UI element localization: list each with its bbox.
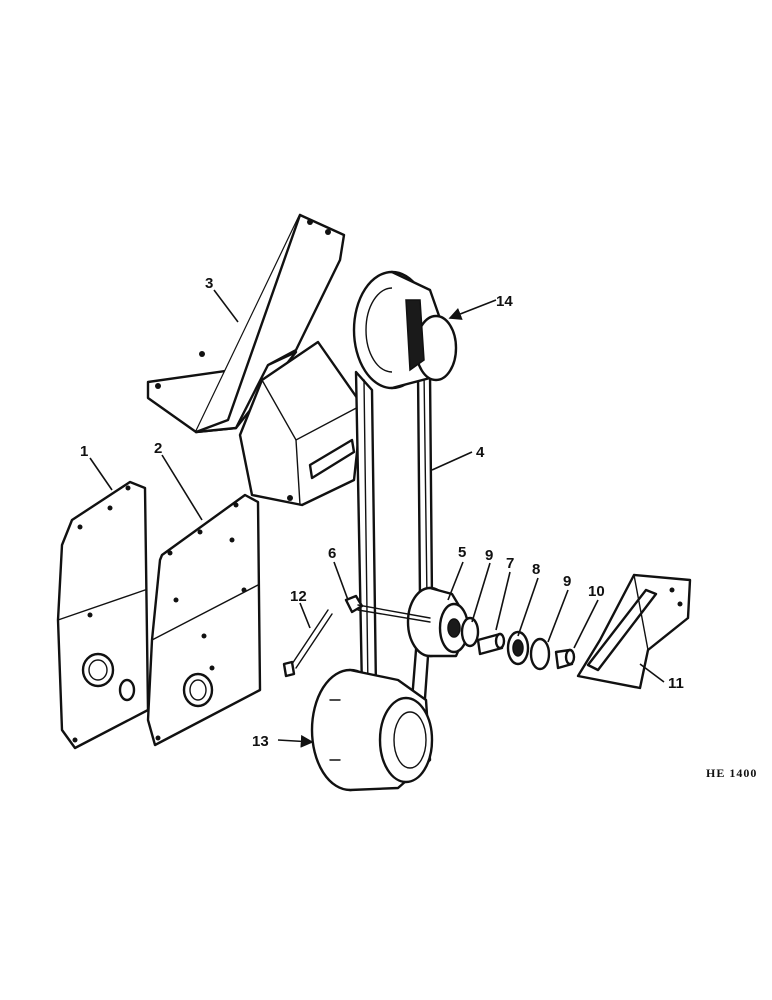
long-bolt-part-12 — [282, 609, 333, 678]
callout-11: 11 — [668, 675, 684, 692]
shield-panel-part-1 — [56, 480, 150, 750]
callout-8: 8 — [532, 561, 540, 578]
angle-bracket-part-11 — [576, 573, 692, 690]
drawing-reference: HE 1400 — [706, 766, 757, 780]
callout-13: 13 — [252, 733, 269, 750]
callout-6: 6 — [328, 545, 336, 562]
callout-9-lower: 9 — [563, 573, 571, 590]
lower-pulley-part-13 — [310, 668, 434, 792]
spacer-part-7 — [476, 632, 506, 656]
idler-pulley-part-5 — [406, 586, 472, 658]
spacer-part-10 — [554, 648, 576, 670]
callout-2: 2 — [154, 440, 162, 457]
callout-4: 4 — [476, 444, 485, 461]
callout-5: 5 — [458, 544, 466, 561]
shield-panel-part-2 — [146, 493, 262, 747]
bearing-part-8 — [506, 630, 530, 666]
upper-bracket-part-3 — [146, 213, 364, 507]
callout-10: 10 — [588, 583, 605, 600]
callout-9-upper: 9 — [485, 547, 493, 564]
callout-14: 14 — [496, 293, 513, 310]
bolt-part-6 — [344, 594, 431, 623]
washer-part-9a — [460, 616, 480, 648]
washer-part-9b — [529, 637, 551, 671]
callout-1: 1 — [80, 443, 88, 460]
callout-7: 7 — [506, 555, 514, 572]
drive-belt-part-4 — [354, 370, 434, 714]
callout-12: 12 — [290, 588, 307, 605]
upper-pulley-part-14 — [352, 270, 458, 390]
callout-3: 3 — [205, 275, 213, 292]
leader-lines — [89, 289, 665, 748]
callouts: 1 2 3 4 5 6 7 8 9 9 10 11 12 13 14 — [80, 275, 684, 750]
